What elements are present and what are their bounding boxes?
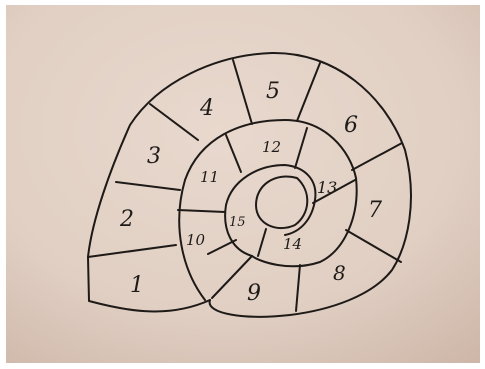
cell-4-label: 4	[199, 96, 214, 121]
cell-10-label: 10	[186, 231, 206, 249]
cell-7-label: 7	[368, 198, 382, 223]
cell-9-label: 9	[247, 281, 261, 306]
paper-background	[6, 5, 480, 363]
cell-11-label: 11	[200, 168, 219, 186]
cell-14-label: 14	[283, 235, 302, 253]
cell-6-label: 6	[344, 113, 358, 138]
cell-5-label: 5	[266, 79, 280, 104]
cell-3-label: 3	[147, 144, 161, 169]
cell-1-label: 1	[130, 273, 144, 298]
cell-8-label: 8	[333, 261, 346, 285]
cell-15-label: 15	[229, 215, 246, 230]
cell-12-label: 12	[262, 138, 281, 156]
cell-13-label: 13	[317, 178, 337, 197]
cell-2-label: 2	[119, 207, 134, 232]
